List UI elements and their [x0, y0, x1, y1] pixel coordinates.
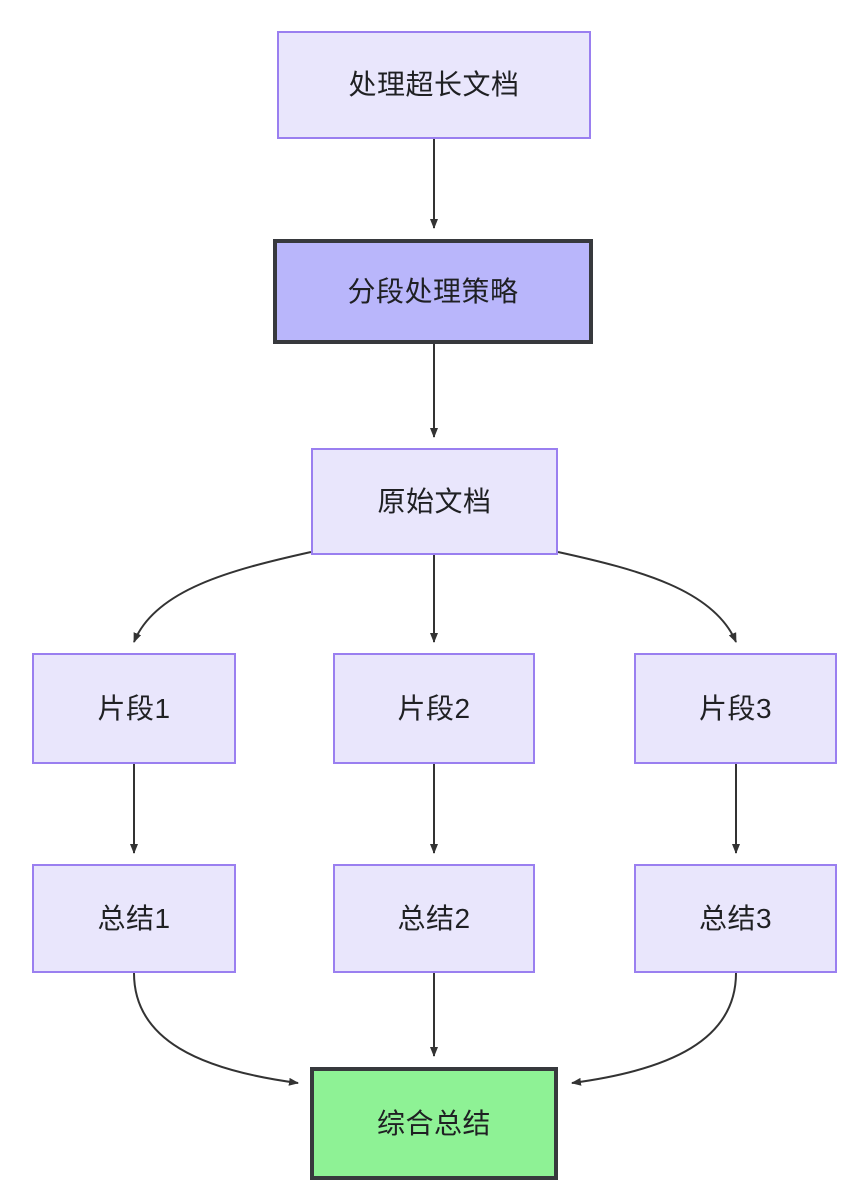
edge-sum1-to-final [133, 972, 299, 1086]
edge-sum3-to-final [571, 972, 737, 1086]
node-summary-2[interactable]: 总结2 [333, 864, 535, 973]
node-chunking-strategy[interactable]: 分段处理策略 [273, 239, 593, 344]
node-fragment-1[interactable]: 片段1 [32, 653, 236, 764]
edge-source-to-frag1 [133, 551, 312, 643]
node-summary-1[interactable]: 总结1 [32, 864, 236, 973]
node-comprehensive-summary[interactable]: 综合总结 [310, 1067, 558, 1180]
node-process-long-document[interactable]: 处理超长文档 [277, 31, 591, 139]
edge-source-to-frag3 [557, 551, 737, 643]
node-original-document[interactable]: 原始文档 [311, 448, 558, 555]
node-fragment-3[interactable]: 片段3 [634, 653, 837, 764]
node-fragment-2[interactable]: 片段2 [333, 653, 535, 764]
node-summary-3[interactable]: 总结3 [634, 864, 837, 973]
